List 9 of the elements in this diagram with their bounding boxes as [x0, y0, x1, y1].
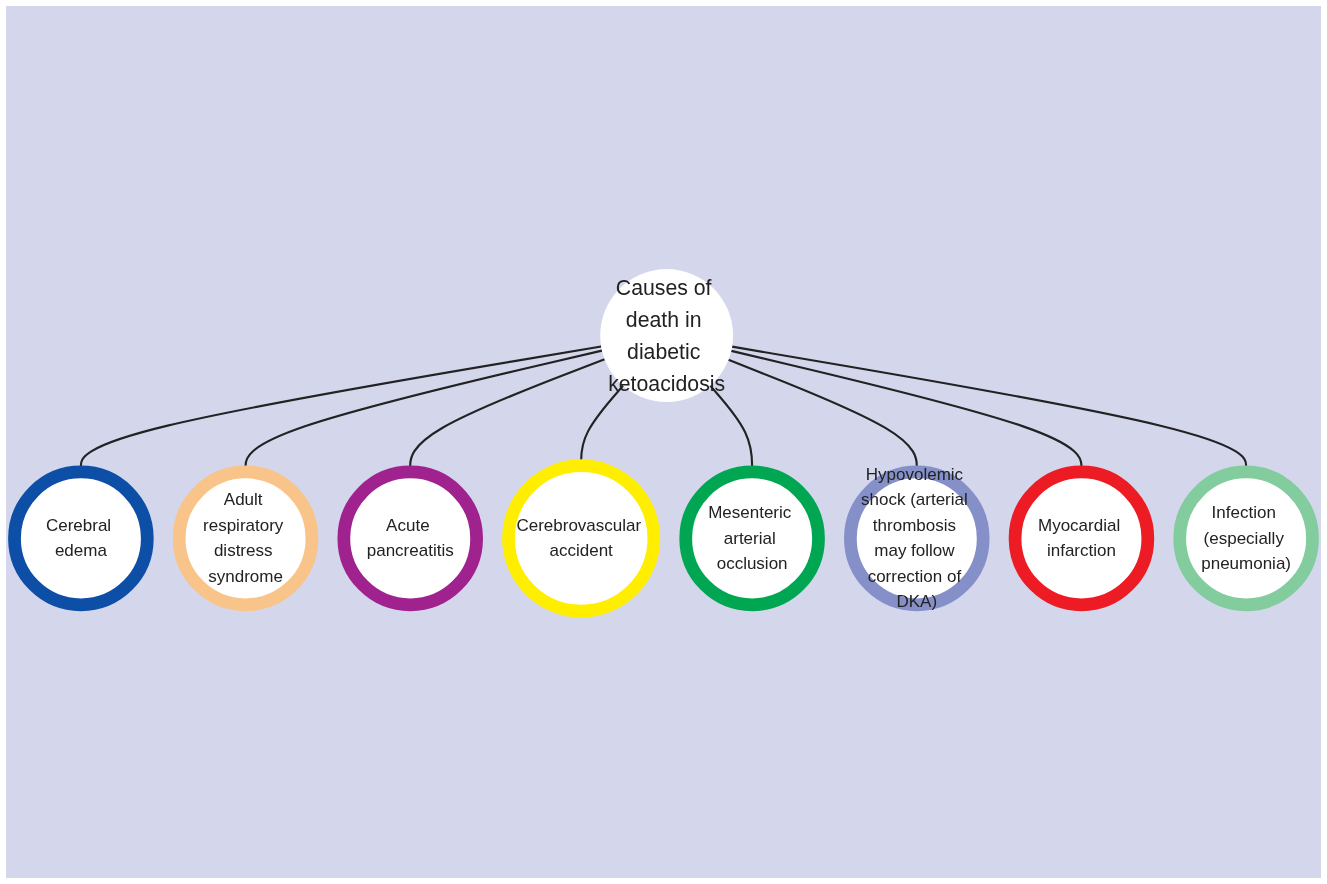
node-circle: Adult respiratory distress syndrome	[172, 465, 319, 612]
node-circle: Cerebrovascular accident	[502, 459, 661, 618]
node-circle: Cerebral edema	[8, 465, 154, 612]
node-circle: Mesenteric arterial occlusion	[679, 465, 825, 612]
node-circle: Myocardial infarction	[1008, 465, 1155, 612]
node-circle: Acute pancreatitis	[337, 465, 483, 612]
node-circle: Hypovolemic shock (arterial thrombosis may follow correction of DKA)	[844, 465, 990, 612]
node-circle: Causes of death in diabetic ketoacidosis	[600, 269, 734, 402]
node-circle: Infection (especially pneumonia)	[1173, 465, 1319, 612]
